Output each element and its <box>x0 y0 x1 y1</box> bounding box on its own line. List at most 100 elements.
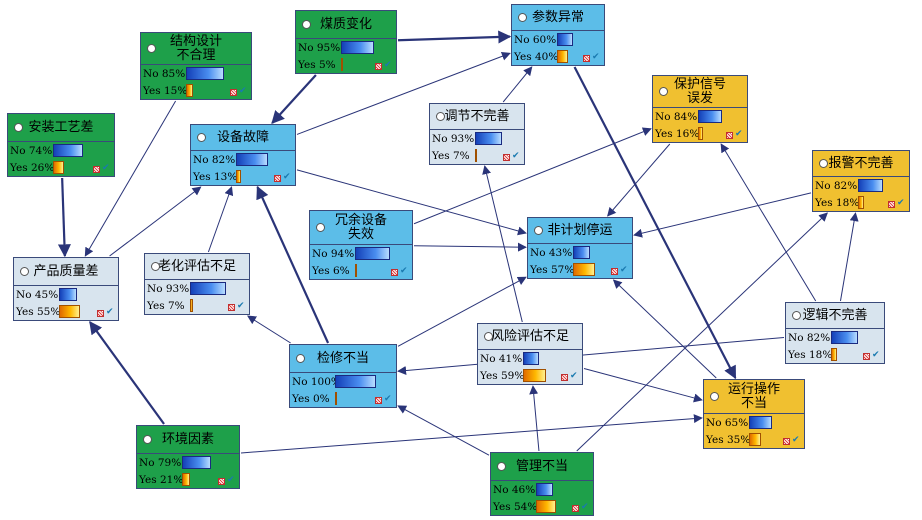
state-yes-label: Yes 0% <box>292 392 330 405</box>
evidence-icon[interactable]: ✔ <box>503 152 521 162</box>
node-meizhi[interactable]: 煤质变化 No 95%Yes 5%✔ <box>295 10 397 74</box>
check-icon: ✔ <box>384 394 392 404</box>
edge-jianxiu-to-feijihua <box>397 276 527 347</box>
check-icon: ✔ <box>106 307 114 317</box>
node-title: 产品质量差 <box>33 263 99 279</box>
state-no-label: No 79% <box>139 456 182 469</box>
edge-laohua-to-shebei <box>207 186 234 253</box>
state-no-row: No 46% <box>491 481 593 498</box>
edge-luoji-to-baohu <box>720 143 817 302</box>
state-no-row: No 65% <box>704 414 804 431</box>
node-title: 非计划停运 <box>547 222 613 238</box>
state-yes-bar <box>536 500 556 513</box>
grid-icon <box>375 63 382 70</box>
edge-fengxian-to-tiaojie <box>482 165 523 323</box>
state-no-label: No 93% <box>147 282 190 295</box>
state-no-label: No 82% <box>193 153 236 166</box>
state-circle-icon <box>534 225 543 235</box>
state-no-row: No 93% <box>430 130 524 147</box>
state-yes-row: Yes 7% <box>430 147 524 164</box>
evidence-icon[interactable]: ✔ <box>230 87 248 97</box>
grid-icon <box>726 132 733 139</box>
state-yes-label: Yes 26% <box>10 161 55 174</box>
evidence-icon[interactable]: ✔ <box>572 503 590 513</box>
state-circle-icon <box>296 353 305 363</box>
state-yes-bar <box>341 58 343 71</box>
evidence-icon[interactable]: ✔ <box>375 61 393 71</box>
state-circle-icon <box>518 12 527 22</box>
evidence-icon[interactable]: ✔ <box>391 267 409 277</box>
state-no-row: No 95% <box>296 39 396 56</box>
state-yes-label: Yes 15% <box>143 84 188 97</box>
state-no-row: No 85% <box>141 65 251 82</box>
evidence-icon[interactable]: ✔ <box>375 394 393 405</box>
state-no-row: No 82% <box>813 177 909 194</box>
state-yes-row: Yes 5% <box>296 56 396 73</box>
state-yes-label: Yes 7% <box>147 299 185 312</box>
evidence-icon[interactable]: ✔ <box>218 476 236 486</box>
edge-luoji-to-jianxiu <box>397 336 785 375</box>
edge-anzhuang-to-chanpin <box>57 177 71 258</box>
grid-icon <box>888 201 895 208</box>
state-no-bar <box>557 33 574 46</box>
node-laohua[interactable]: 老化评估不足 No 93% Yes 7% ✔ <box>144 253 250 315</box>
node-title: 安装工艺差 <box>28 119 94 135</box>
edge-jianxiu-to-shebei <box>256 185 330 344</box>
evidence-icon[interactable]: ✔ <box>863 351 881 361</box>
node-header: 产品质量差 <box>14 258 118 286</box>
node-states: No 82%Yes 18%✔ <box>813 177 909 211</box>
evidence-icon[interactable]: ✔ <box>97 307 115 318</box>
edge-baojing-to-feijihua <box>633 192 812 238</box>
grid-icon <box>783 438 790 445</box>
evidence-icon[interactable]: ✔ <box>274 173 292 183</box>
state-no-row: No 100% <box>290 373 396 390</box>
evidence-icon[interactable]: ✔ <box>583 53 601 63</box>
state-yes-label: Yes 7% <box>432 149 470 162</box>
state-no-row: No 43% <box>528 244 632 261</box>
evidence-icon[interactable]: ✔ <box>561 372 579 382</box>
state-yes-bar <box>475 149 478 162</box>
state-circle-icon <box>197 132 206 142</box>
evidence-icon[interactable]: ✔ <box>93 164 111 174</box>
state-no-bar <box>523 352 539 365</box>
grid-icon <box>561 374 568 381</box>
node-header: 保护信号 误发 <box>653 76 747 108</box>
state-yes-row: Yes 35% <box>704 431 804 448</box>
state-no-row: No 79% <box>137 454 239 471</box>
node-states: No 82%Yes 18%✔ <box>786 329 884 363</box>
evidence-icon[interactable]: ✔ <box>888 199 906 209</box>
state-circle-icon <box>710 391 719 401</box>
state-yes-bar <box>698 127 703 140</box>
node-header: 管理不当 <box>491 453 593 481</box>
node-header: 结构设计 不合理 <box>141 33 251 65</box>
state-no-bar <box>190 282 227 295</box>
node-header: 非计划停运 <box>528 218 632 244</box>
node-title: 煤质变化 <box>319 16 372 32</box>
evidence-icon[interactable]: ✔ <box>611 266 629 276</box>
state-yes-label: Yes 55% <box>16 305 61 318</box>
edge-guanli-to-fengxian <box>529 385 540 452</box>
grid-icon <box>611 268 618 275</box>
edge-guanli-to-baojing <box>576 212 828 452</box>
state-circle-icon <box>316 222 325 232</box>
evidence-icon[interactable]: ✔ <box>228 302 246 312</box>
evidence-icon[interactable]: ✔ <box>783 436 801 446</box>
evidence-icon[interactable]: ✔ <box>726 130 744 140</box>
node-header: 老化评估不足 <box>145 254 249 280</box>
